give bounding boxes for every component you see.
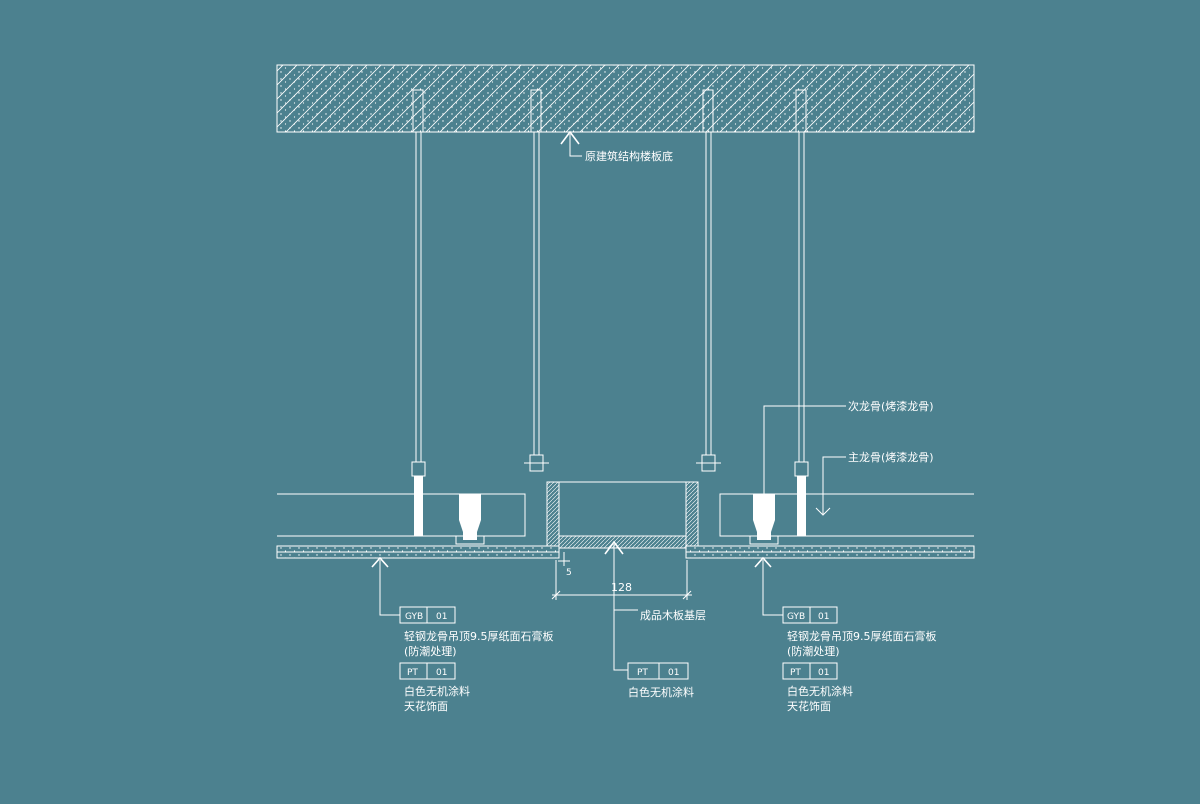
right-board-tag-num: 01 bbox=[818, 612, 829, 622]
right-paint-label-1: 白色无机涂料 bbox=[787, 684, 853, 698]
width-dimension: 128 bbox=[551, 560, 692, 600]
hanger-rod-4 bbox=[794, 89, 809, 536]
center-recess bbox=[546, 481, 699, 549]
gypsum-layer-left bbox=[276, 545, 560, 559]
gap-dim-text: 5 bbox=[566, 568, 572, 578]
base-board-leader: 成品木板基层 bbox=[614, 608, 706, 622]
side-keel-leader: 次龙骨(烤漆龙骨) bbox=[763, 399, 934, 496]
center-tag-num: 01 bbox=[668, 668, 679, 678]
left-leader: GYB 01 轻钢龙骨吊顶9.5厚纸面石膏板 (防潮处理) PT 01 白色无机… bbox=[371, 556, 554, 713]
right-paint-tag-num: 01 bbox=[818, 668, 829, 678]
left-paint-label-1: 白色无机涂料 bbox=[404, 684, 470, 698]
gypsum-layer-right bbox=[685, 545, 975, 559]
hanger-rod-1 bbox=[411, 89, 426, 536]
center-paint-label: 白色无机涂料 bbox=[628, 685, 694, 699]
center-leader: PT 01 白色无机涂料 bbox=[604, 540, 694, 699]
right-board-label-2: (防潮处理) bbox=[787, 644, 840, 658]
left-board-label-1: 轻钢龙骨吊顶9.5厚纸面石膏板 bbox=[404, 629, 554, 643]
main-keel-leader: 主龙骨(烤漆龙骨) bbox=[815, 450, 934, 516]
hanger-rod-3 bbox=[696, 89, 721, 472]
right-board-tag-code: GYB bbox=[787, 612, 805, 622]
left-ceiling bbox=[277, 493, 526, 545]
right-paint-tag-code: PT bbox=[790, 668, 801, 678]
center-tag-code: PT bbox=[637, 668, 648, 678]
right-board-label-1: 轻钢龙骨吊顶9.5厚纸面石膏板 bbox=[787, 629, 937, 643]
concrete-slab bbox=[276, 64, 975, 133]
gap-dimension: 5 bbox=[558, 552, 572, 578]
left-board-tag-code: GYB bbox=[405, 612, 423, 622]
hanger-rod-2 bbox=[524, 89, 549, 472]
main-keel-label: 主龙骨(烤漆龙骨) bbox=[848, 450, 934, 464]
left-paint-label-2: 天花饰面 bbox=[404, 699, 448, 713]
base-board-label: 成品木板基层 bbox=[640, 608, 706, 622]
left-paint-tag-num: 01 bbox=[436, 668, 447, 678]
right-ceiling bbox=[719, 493, 974, 545]
width-dim-text: 128 bbox=[611, 581, 632, 594]
left-board-label-2: (防潮处理) bbox=[404, 644, 457, 658]
left-board-tag-num: 01 bbox=[436, 612, 447, 622]
left-paint-tag-code: PT bbox=[407, 668, 418, 678]
right-paint-label-2: 天花饰面 bbox=[787, 699, 831, 713]
side-keel-label: 次龙骨(烤漆龙骨) bbox=[848, 399, 934, 413]
right-leader: GYB 01 轻钢龙骨吊顶9.5厚纸面石膏板 (防潮处理) PT 01 白色无机… bbox=[754, 556, 937, 713]
slab-leader: 原建筑结构楼板底 bbox=[560, 130, 673, 163]
slab-label: 原建筑结构楼板底 bbox=[585, 149, 673, 163]
